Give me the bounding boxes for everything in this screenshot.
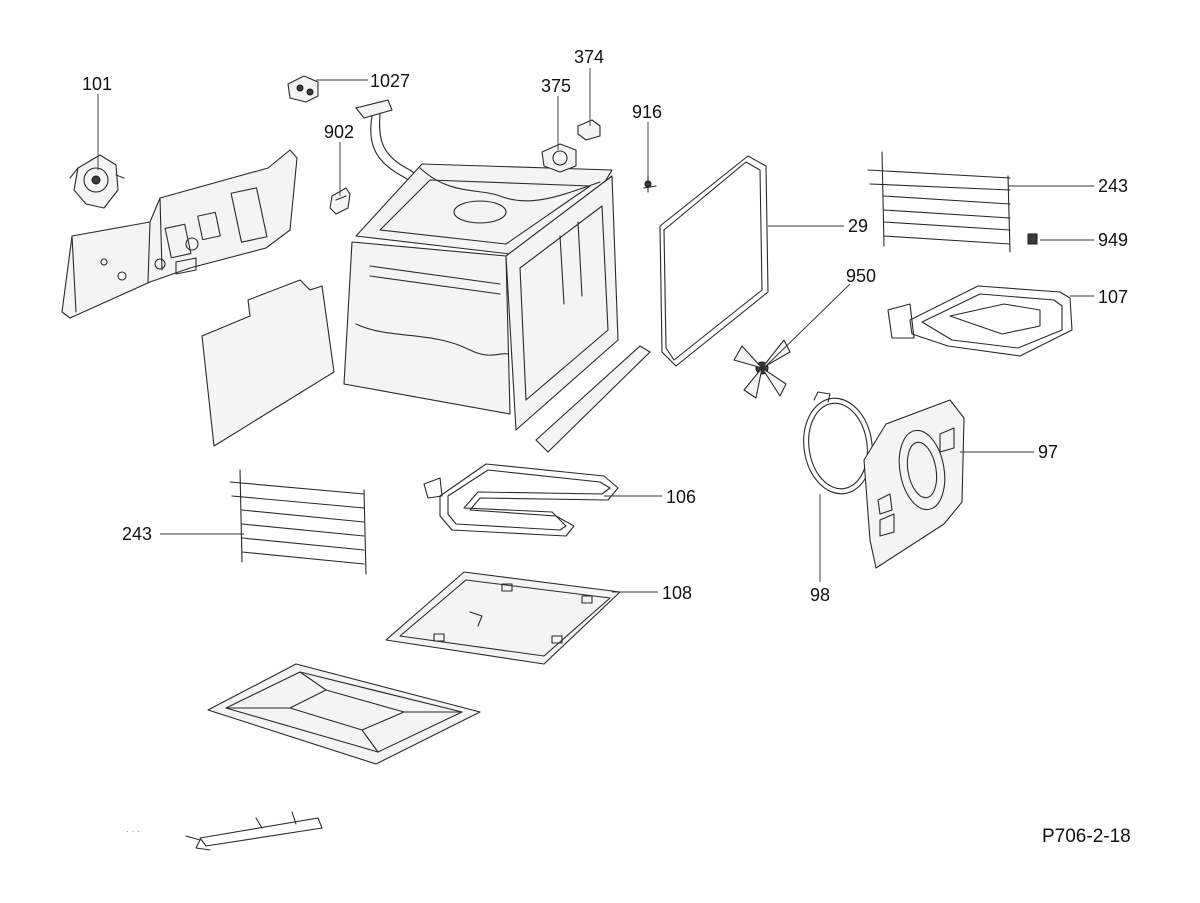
part-949-clip[interactable] bbox=[1027, 233, 1038, 245]
callout-97: 97 bbox=[1038, 442, 1058, 462]
callout-243-top: 243 bbox=[1098, 176, 1128, 196]
part-97-rear-cover[interactable] bbox=[863, 399, 965, 569]
callout-labels: 101 1027 374 375 916 902 243 949 29 950 … bbox=[82, 47, 1128, 605]
callout-949: 949 bbox=[1098, 230, 1128, 250]
drawing-code: P706-2-18 bbox=[1042, 826, 1131, 847]
part-drip-tray[interactable] bbox=[207, 663, 481, 765]
part-916-screw[interactable] bbox=[643, 175, 657, 193]
part-98-fan-ring[interactable] bbox=[798, 391, 879, 498]
callout-916: 916 bbox=[632, 102, 662, 122]
part-108-bottom-cover[interactable] bbox=[385, 571, 621, 665]
part-902-bracket[interactable] bbox=[329, 187, 351, 215]
callout-101: 101 bbox=[82, 74, 112, 94]
callout-1027: 1027 bbox=[370, 71, 410, 91]
callout-950: 950 bbox=[846, 266, 876, 286]
part-side-panel[interactable] bbox=[61, 149, 298, 319]
svg-text:· · ·: · · · bbox=[126, 826, 140, 836]
callout-374: 374 bbox=[574, 47, 604, 67]
part-1027-connector[interactable] bbox=[287, 75, 319, 103]
part-101-thermostat[interactable] bbox=[69, 154, 125, 209]
part-243-rack-top[interactable] bbox=[867, 151, 1011, 253]
callout-98: 98 bbox=[810, 585, 830, 605]
callout-108: 108 bbox=[662, 583, 692, 603]
part-oven-cavity[interactable] bbox=[343, 163, 619, 431]
callout-107: 107 bbox=[1098, 287, 1128, 307]
part-374-lamp-cap[interactable] bbox=[577, 119, 601, 141]
callout-106: 106 bbox=[666, 487, 696, 507]
part-probe-tool[interactable]: · · · bbox=[126, 811, 323, 851]
part-243-rack-left[interactable] bbox=[229, 469, 367, 575]
callout-375: 375 bbox=[541, 76, 571, 96]
part-door-trim-strip[interactable] bbox=[535, 345, 651, 453]
part-375-lamp-holder[interactable] bbox=[541, 143, 577, 173]
part-29-door-gasket[interactable] bbox=[659, 155, 769, 367]
part-950-fan[interactable] bbox=[733, 339, 791, 399]
leader-lines bbox=[97, 68, 1094, 593]
part-107-grill-element[interactable] bbox=[887, 285, 1073, 357]
callout-902: 902 bbox=[324, 122, 354, 142]
part-106-bottom-element[interactable] bbox=[423, 463, 619, 537]
callout-29: 29 bbox=[848, 216, 868, 236]
callout-243-left: 243 bbox=[122, 524, 152, 544]
part-insulation-sheet[interactable] bbox=[201, 279, 335, 447]
